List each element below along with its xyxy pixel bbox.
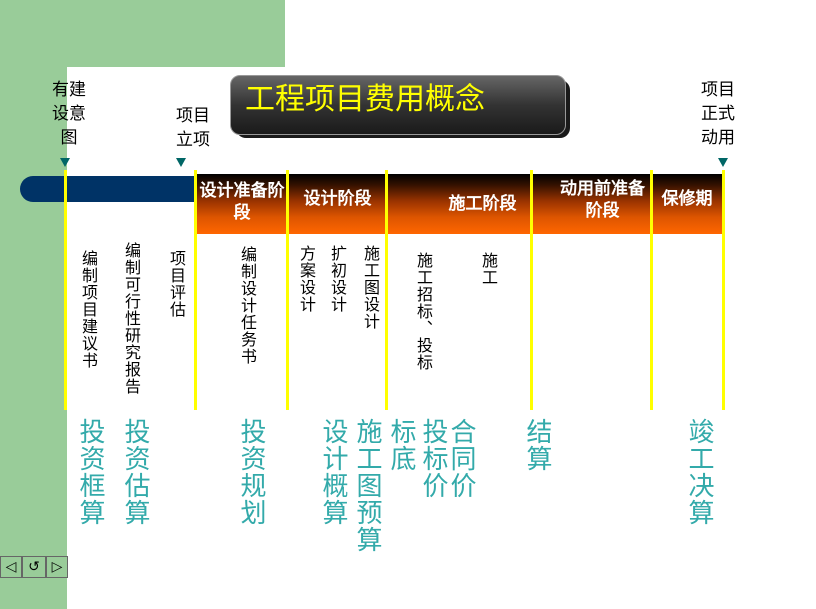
- marker-approval: 项目立项: [176, 106, 210, 150]
- output-drawing-budget: 施工图预算: [352, 418, 382, 553]
- task-design-brief: 编制设计任务书: [238, 246, 257, 365]
- timeline-line: [650, 170, 653, 410]
- content-area: [67, 67, 816, 609]
- page-title: 工程项目费用概念: [245, 82, 485, 117]
- timeline-line: [530, 170, 533, 410]
- timeline-line: [286, 170, 289, 410]
- output-estimate: 投资估算: [120, 418, 150, 526]
- output-settlement: 结算: [522, 418, 552, 472]
- return-icon: ↺: [28, 559, 40, 575]
- output-base-price: 标底: [386, 418, 416, 472]
- output-bid-price: 投标价: [418, 418, 448, 499]
- timeline-line: [194, 170, 197, 410]
- task-bidding: 施工招标、投标: [414, 252, 433, 371]
- task-scheme-design: 方案设计: [297, 245, 316, 313]
- title-box: [230, 75, 566, 135]
- phase-warranty: 保修期: [661, 189, 713, 209]
- task-construction: 施工: [479, 252, 498, 286]
- phase-pre-operation: 动用前准备阶段: [560, 179, 645, 221]
- marker-idea: 有建设意图: [52, 80, 86, 148]
- task-proposal: 编制项目建议书: [79, 250, 98, 369]
- next-icon: ▷: [51, 559, 63, 575]
- prev-slide-button[interactable]: ◁: [0, 556, 22, 578]
- output-design-estimate: 设计概算: [318, 418, 348, 526]
- timeline-line: [385, 170, 388, 410]
- marker-operation: 项目正式动用: [701, 80, 735, 148]
- timeline-line: [722, 170, 725, 410]
- background-green-left: [0, 0, 67, 609]
- task-feasibility: 编制可行性研究报告: [122, 242, 141, 395]
- task-evaluation: 项目评估: [167, 250, 186, 318]
- phase-design: 设计阶段: [303, 189, 372, 209]
- task-construction-drawing: 施工图设计: [361, 245, 380, 330]
- output-investment-plan: 投资规划: [236, 418, 266, 526]
- prev-icon: ◁: [5, 559, 17, 575]
- phase-design-prep: 设计准备阶段: [199, 181, 285, 223]
- phase-bar: [196, 174, 722, 234]
- home-button[interactable]: ↺: [22, 556, 46, 578]
- output-contract-price: 合同价: [446, 418, 476, 499]
- next-slide-button[interactable]: ▷: [46, 556, 68, 578]
- arrow-down-icon: [176, 158, 186, 167]
- phase-construction: 施工阶段: [448, 194, 517, 214]
- timeline-line: [64, 170, 67, 410]
- timeline-start-line: [14, 160, 64, 163]
- output-final-account: 竣工决算: [684, 418, 714, 526]
- arrow-down-icon: [718, 158, 728, 167]
- task-preliminary-design: 扩初设计: [328, 245, 347, 313]
- arrow-down-icon: [60, 158, 70, 167]
- output-rough-estimate: 投资框算: [75, 418, 105, 526]
- pre-design-bar: [20, 176, 196, 202]
